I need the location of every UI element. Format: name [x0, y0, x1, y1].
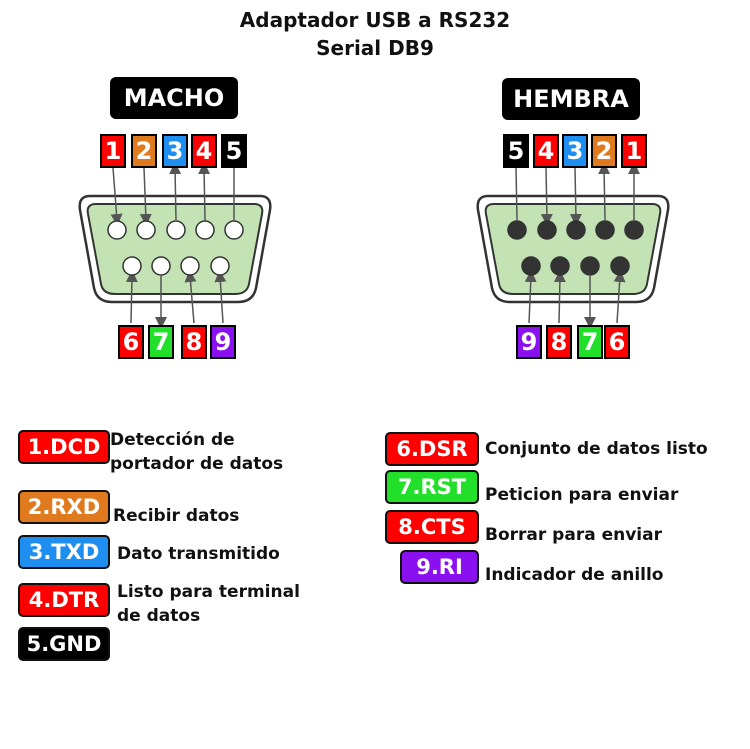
female-pin-number-5: 5: [503, 134, 529, 168]
male-pin-1-arrow: [110, 167, 123, 226]
legend-description-6: Conjunto de datos listo: [485, 439, 708, 459]
male-pin-4-hole: [195, 220, 215, 240]
male-pin-3-hole: [166, 220, 186, 240]
female-pin-9-hole: [521, 256, 541, 276]
legend-label-3: 3.TXD: [18, 535, 110, 569]
male-pin-9-hole: [210, 256, 230, 276]
male-label: MACHO: [110, 77, 238, 119]
male-pin-8-hole: [180, 256, 200, 276]
legend-label-7: 7.RST: [385, 470, 479, 504]
title-line-2: Serial DB9: [316, 36, 434, 60]
male-pin-6-arrow: [125, 270, 138, 324]
male-pin-number-8: 8: [181, 325, 207, 359]
female-pin-2-arrow: [598, 162, 611, 221]
female-pin-1-hole: [624, 220, 644, 240]
male-pin-7-hole: [151, 256, 171, 276]
male-pin-4-arrow: [198, 162, 211, 221]
female-label: HEMBRA: [502, 78, 640, 120]
male-shell-inner: [86, 203, 264, 295]
title-line-1: Adaptador USB a RS232: [239, 8, 511, 32]
female-pin-number-7: 7: [577, 325, 603, 359]
legend-label-8: 8.CTS: [385, 510, 479, 544]
female-pin-9-arrow: [524, 270, 537, 324]
male-pin-9-arrow: [214, 270, 227, 324]
female-pin-6-arrow: [613, 270, 626, 324]
female-pin-4-arrow: [540, 167, 553, 226]
female-pin-7-hole: [580, 256, 600, 276]
male-pin-number-6: 6: [118, 325, 144, 359]
legend-description-2: Recibir datos: [113, 506, 240, 526]
female-pin-2-hole: [595, 220, 615, 240]
male-pin-5-hole: [224, 220, 244, 240]
legend-label-4: 4.DTR: [18, 583, 110, 617]
female-pin-8-arrow: [553, 270, 566, 324]
female-pin-number-4: 4: [533, 134, 559, 168]
female-pin-number-8: 8: [546, 325, 572, 359]
legend-label-2: 2.RXD: [18, 490, 110, 524]
female-pin-4-hole: [537, 220, 557, 240]
legend-description-9: Indicador de anillo: [485, 565, 664, 585]
male-pin-8-arrow: [184, 270, 197, 324]
female-pin-8-hole: [550, 256, 570, 276]
legend-description-4: Listo para terminal de datos: [117, 582, 300, 626]
legend-description-7: Peticion para enviar: [485, 485, 679, 505]
female-pin-3-arrow: [569, 167, 582, 226]
female-pin-6-hole: [610, 256, 630, 276]
legend-description-1: Detección de portador de datos: [110, 430, 284, 474]
male-pin-number-9: 9: [210, 325, 236, 359]
female-pin-number-9: 9: [516, 325, 542, 359]
male-pin-number-5: 5: [221, 134, 247, 168]
female-pin-5-arrow: [515, 167, 518, 221]
legend-label-5: 5.GND: [18, 627, 110, 661]
male-pin-3-arrow: [169, 162, 182, 221]
legend-description-8: Borrar para enviar: [485, 525, 662, 545]
female-pin-number-6: 6: [604, 325, 630, 359]
female-pin-number-1: 1: [621, 134, 647, 168]
legend-label-1: 1.DCD: [18, 430, 110, 464]
male-pin-2-hole: [136, 220, 156, 240]
male-pin-6-hole: [122, 256, 142, 276]
legend-description-3: Dato transmitido: [117, 544, 280, 564]
male-pin-number-2: 2: [131, 134, 157, 168]
male-pin-number-1: 1: [100, 134, 126, 168]
legend-label-6: 6.DSR: [385, 432, 479, 466]
male-pin-number-7: 7: [148, 325, 174, 359]
male-pin-number-4: 4: [191, 134, 217, 168]
female-pin-number-3: 3: [562, 134, 588, 168]
male-pin-number-3: 3: [162, 134, 188, 168]
female-pin-number-2: 2: [591, 134, 617, 168]
male-pin-1-hole: [107, 220, 127, 240]
female-pin-3-hole: [566, 220, 586, 240]
female-pin-5-hole: [507, 220, 527, 240]
legend-label-9: 9.RI: [400, 550, 479, 584]
male-pin-2-arrow: [139, 167, 152, 226]
